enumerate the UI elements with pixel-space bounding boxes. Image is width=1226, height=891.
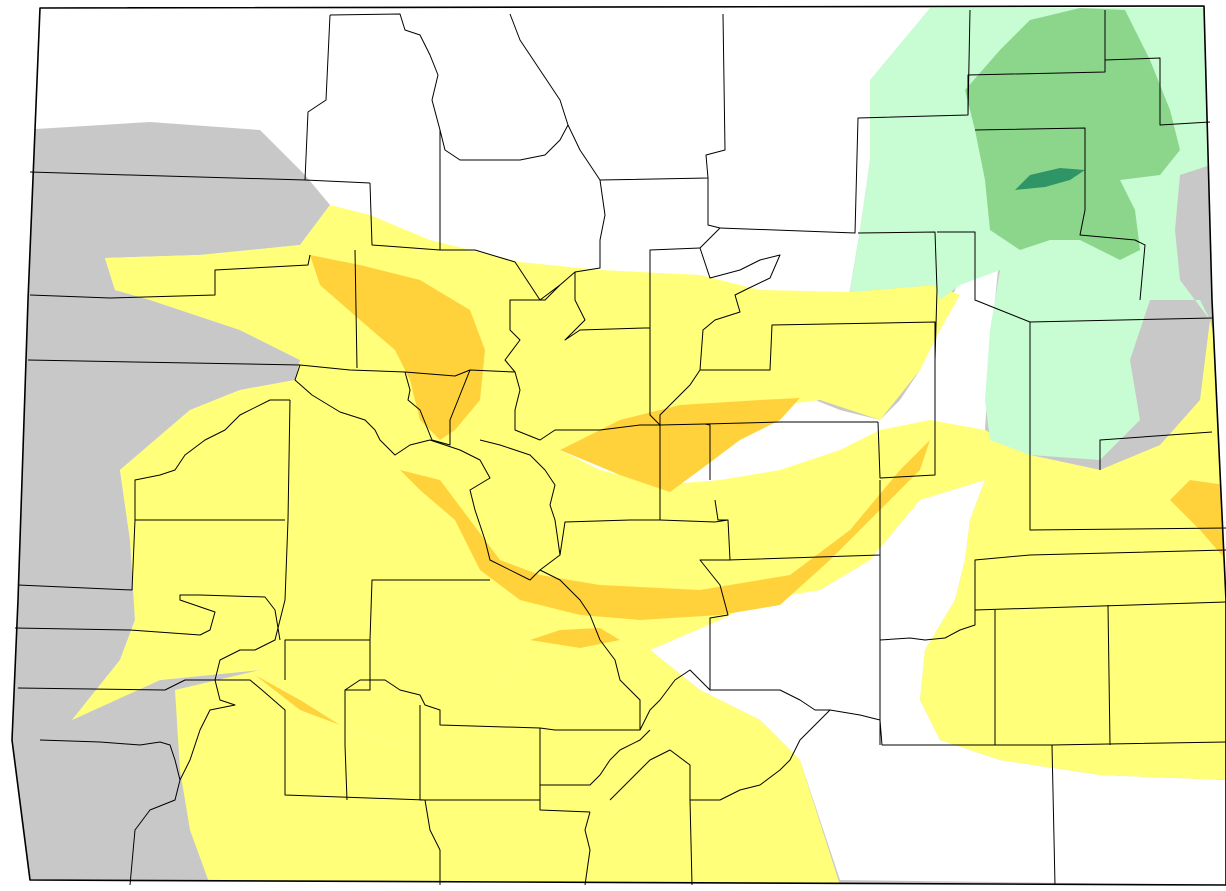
yellow-region-main <box>72 205 1226 780</box>
orange-band-northwest <box>310 255 485 440</box>
dark-green-region <box>1015 168 1085 190</box>
medium-green-region <box>965 8 1180 260</box>
county-boundaries <box>14 9 1226 886</box>
yellow-region-south <box>175 635 840 885</box>
state-outline <box>11 5 1226 886</box>
orange-band-arc <box>400 440 930 620</box>
orange-patch-east <box>1170 480 1226 560</box>
orange-band-central <box>560 398 800 492</box>
orange-sliver-southwest <box>255 675 340 725</box>
